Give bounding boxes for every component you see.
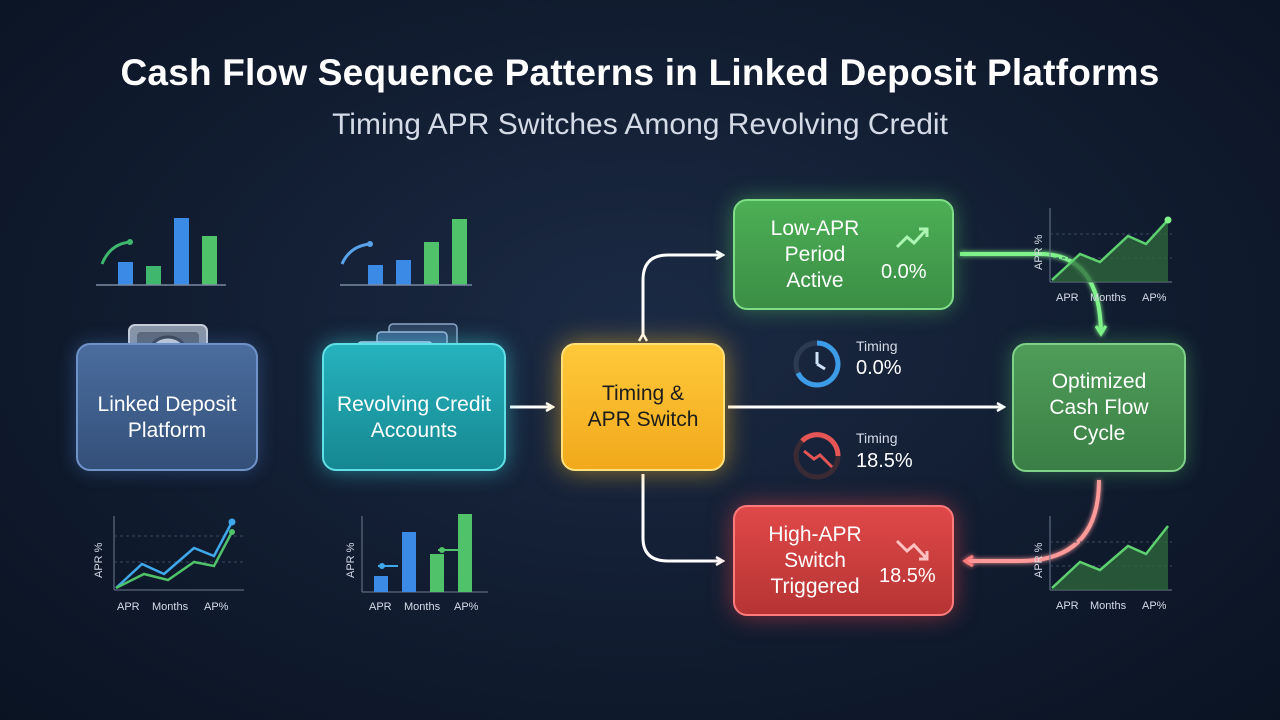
node-optimized-cash-flow-cycle: Optimized Cash Flow Cycle: [1012, 343, 1186, 472]
mini-line-chart-left: APR % APR Months AP%: [93, 516, 244, 613]
node-linked-deposit-platform: Linked Deposit Platform: [76, 343, 258, 471]
axis-tick: Months: [1090, 292, 1127, 304]
node-revolving-credit-accounts: Revolving Credit Accounts: [322, 343, 506, 471]
axis-ylabel: APR %: [345, 542, 357, 578]
axis-tick: Months: [1090, 600, 1127, 612]
mini-area-chart-right-top: APR % APR Months AP%: [1033, 208, 1172, 304]
node-label: Low-APR Period Active: [770, 216, 860, 292]
axis-tick: AP%: [1142, 600, 1167, 612]
axis-tick: Months: [152, 601, 189, 613]
timing-caption: Timing: [856, 430, 898, 446]
arrow-timing-to-low: [643, 255, 722, 335]
mini-area-chart-right-bottom: APR % APR Months AP%: [1033, 516, 1172, 612]
arrow-timing-to-high: [641, 474, 722, 561]
trend-up-icon: [895, 227, 929, 249]
arrow-optimized-to-high: [966, 479, 1101, 561]
clock-gauge-icon: [793, 340, 841, 388]
axis-tick: Months: [404, 601, 441, 613]
node-label: Optimized Cash Flow Cycle: [1049, 369, 1149, 445]
low-apr-rate: 0.0%: [881, 261, 927, 283]
axis-tick: APR: [1056, 600, 1079, 612]
timing-caption: Timing: [856, 338, 898, 354]
timing-value: 18.5%: [856, 450, 913, 472]
axis-tick: AP%: [204, 601, 229, 613]
node-label: High-APR Switch Triggered: [768, 522, 862, 598]
axis-ylabel: APR %: [93, 542, 105, 578]
node-label: Timing & APR Switch: [587, 382, 699, 431]
axis-tick: APR: [117, 601, 140, 613]
axis-tick: AP%: [454, 601, 479, 613]
axis-tick: AP%: [1142, 292, 1167, 304]
revolving-bar-chart-icon: [340, 219, 472, 286]
node-timing-apr-switch: Timing & APR Switch: [561, 343, 725, 471]
node-high-apr-switch: High-APR Switch Triggered 18.5%: [733, 505, 954, 616]
high-apr-rate: 18.5%: [879, 565, 936, 587]
axis-ylabel: APR %: [1033, 234, 1045, 270]
trend-down-icon: [895, 539, 929, 561]
page-subtitle: Timing APR Switches Among Revolving Cred…: [332, 108, 948, 141]
timing-value: 0.0%: [856, 357, 902, 379]
node-low-apr-period: Low-APR Period Active 0.0%: [733, 199, 954, 310]
page-title: Cash Flow Sequence Patterns in Linked De…: [120, 52, 1160, 93]
deposit-bar-chart-icon: [96, 218, 226, 286]
axis-tick: APR: [369, 601, 392, 613]
node-label: Revolving Credit Accounts: [336, 393, 492, 442]
node-label: Linked Deposit Platform: [97, 393, 237, 442]
axis-tick: APR: [1056, 292, 1079, 304]
axis-ylabel: APR %: [1033, 542, 1045, 578]
clock-gauge-icon: [793, 432, 841, 480]
mini-bar-chart-middle: APR % APR Months AP%: [345, 514, 488, 613]
